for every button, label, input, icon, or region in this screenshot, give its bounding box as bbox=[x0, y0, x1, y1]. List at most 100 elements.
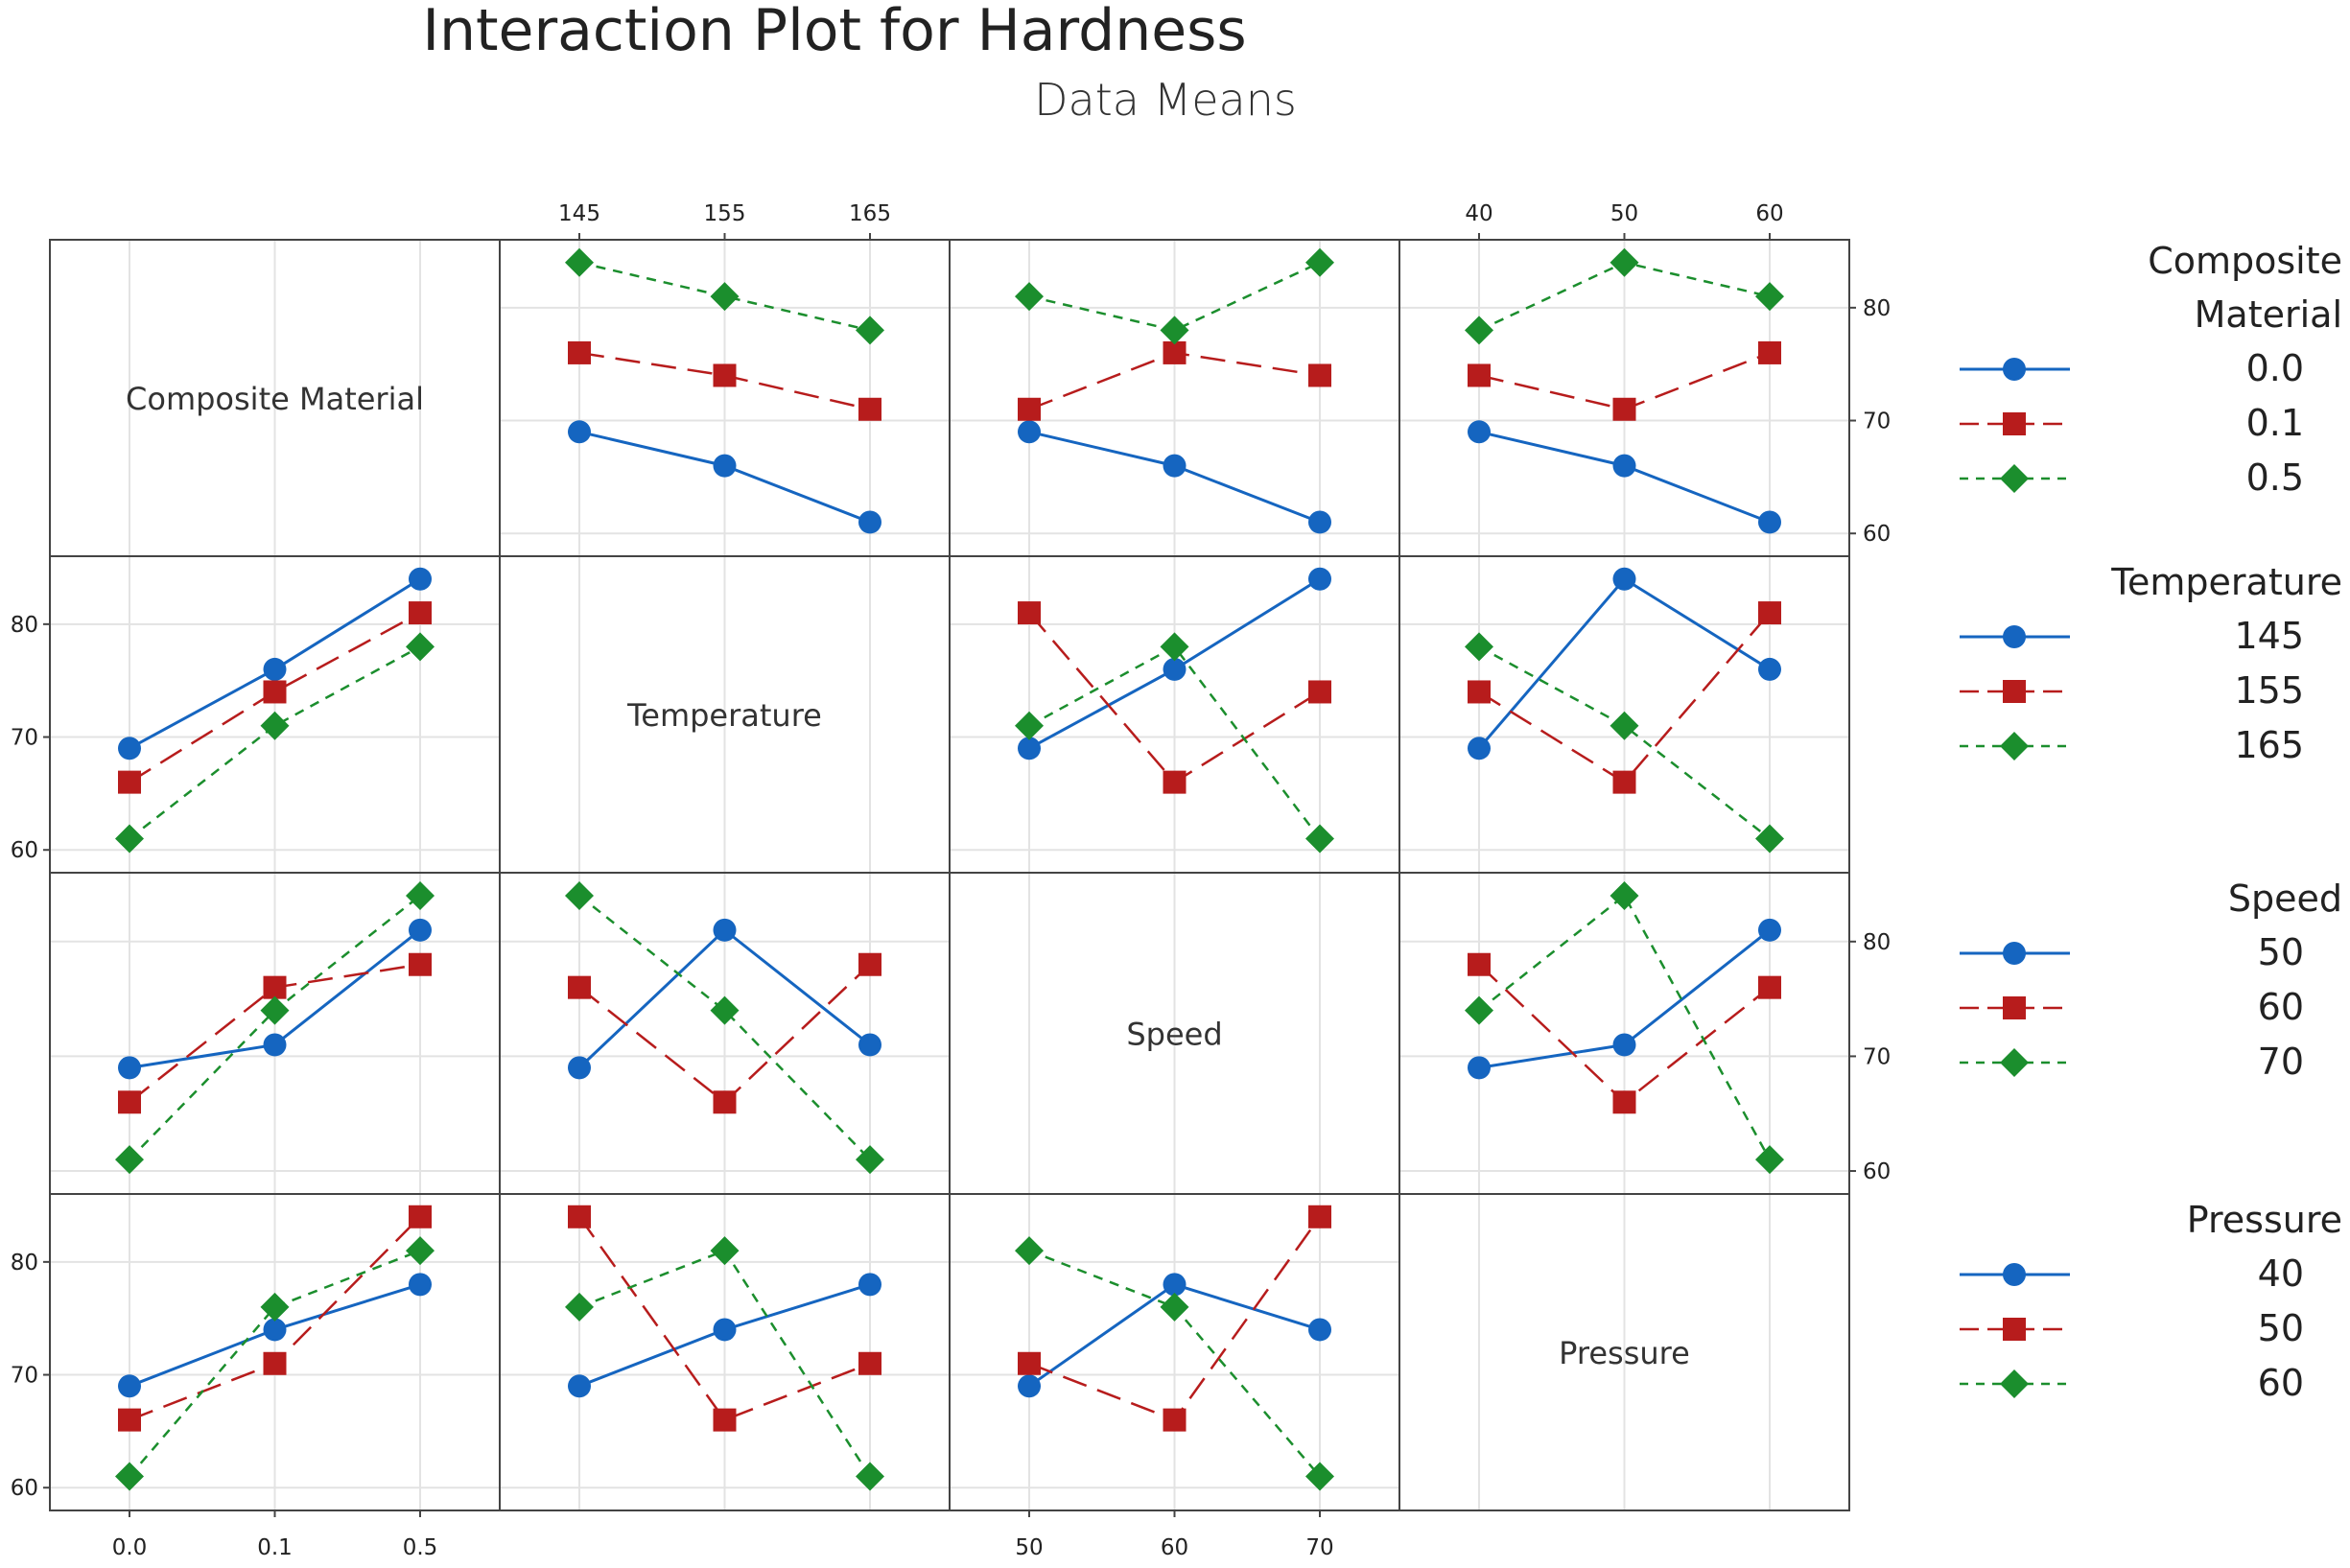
circle-marker bbox=[1612, 454, 1636, 478]
square-marker bbox=[2003, 1318, 2026, 1341]
circle-marker bbox=[409, 1273, 432, 1297]
circle-marker bbox=[409, 567, 432, 591]
square-marker bbox=[568, 1205, 591, 1229]
circle-marker bbox=[263, 657, 287, 681]
tick-label: 60 bbox=[1863, 1159, 1891, 1184]
square-marker bbox=[568, 340, 591, 364]
circle-marker bbox=[2003, 1263, 2026, 1286]
legend-entry: 155 bbox=[2234, 669, 2304, 712]
legend-title: Speed bbox=[2228, 878, 2342, 920]
circle-marker bbox=[263, 1033, 287, 1057]
square-marker bbox=[263, 975, 287, 999]
circle-marker bbox=[858, 1033, 881, 1057]
series-line bbox=[129, 1249, 421, 1478]
diamond-marker bbox=[260, 711, 290, 740]
circle-marker bbox=[409, 918, 432, 942]
circle-marker bbox=[1308, 567, 1331, 591]
square-marker bbox=[118, 1090, 141, 1114]
tick-label: 70 bbox=[1305, 1535, 1333, 1560]
circle-marker bbox=[1468, 737, 1491, 761]
square-marker bbox=[1308, 363, 1331, 387]
series-line bbox=[129, 611, 421, 784]
diamond-marker bbox=[856, 1462, 884, 1491]
square-marker bbox=[713, 363, 737, 387]
factor-label: Temperature bbox=[626, 697, 822, 734]
panel-data-1-2 bbox=[1015, 567, 1334, 854]
diamond-marker bbox=[1015, 711, 1044, 740]
diamond-marker bbox=[1160, 632, 1189, 662]
panel-data-1-3 bbox=[1465, 567, 1784, 854]
square-marker bbox=[263, 680, 287, 704]
square-marker bbox=[263, 1351, 287, 1375]
series-line bbox=[129, 645, 421, 840]
tick-label: 80 bbox=[11, 613, 38, 638]
square-marker bbox=[1163, 1408, 1187, 1432]
circle-marker bbox=[2003, 942, 2026, 965]
circle-marker bbox=[1163, 657, 1187, 681]
diamond-marker bbox=[2000, 1048, 2029, 1077]
panel-data-3-1 bbox=[565, 1205, 884, 1491]
diamond-marker bbox=[406, 1236, 435, 1266]
diamond-marker bbox=[1465, 316, 1493, 345]
square-marker bbox=[858, 952, 881, 976]
panel-data-3-2 bbox=[1015, 1205, 1334, 1491]
diamond-marker bbox=[1465, 632, 1493, 662]
series-line bbox=[578, 261, 871, 332]
diamond-marker bbox=[1015, 1236, 1044, 1266]
circle-marker bbox=[118, 737, 141, 761]
circle-marker bbox=[263, 1318, 287, 1342]
diamond-marker bbox=[1465, 995, 1493, 1025]
circle-marker bbox=[568, 1056, 591, 1080]
diamond-marker bbox=[710, 1236, 740, 1266]
diamond-marker bbox=[1015, 282, 1044, 312]
square-marker bbox=[1758, 975, 1781, 999]
square-marker bbox=[1612, 397, 1636, 421]
legend-entry: 165 bbox=[2234, 724, 2304, 766]
panel-1-2 bbox=[949, 555, 1400, 874]
square-marker bbox=[1612, 770, 1636, 794]
diamond-marker bbox=[1305, 1462, 1334, 1491]
diamond-marker bbox=[260, 995, 290, 1025]
legend-entry: 0.5 bbox=[2246, 456, 2304, 499]
series-line bbox=[1478, 645, 1771, 840]
diamond-marker bbox=[856, 316, 884, 345]
diamond-marker bbox=[1755, 282, 1784, 312]
tick-label: 145 bbox=[558, 201, 600, 226]
diamond-marker bbox=[115, 1145, 144, 1175]
circle-marker bbox=[1018, 420, 1041, 444]
square-marker bbox=[1308, 680, 1331, 704]
tick-label: 70 bbox=[1863, 410, 1891, 434]
legend-entry: 60 bbox=[2258, 986, 2304, 1028]
square-marker bbox=[1163, 340, 1187, 364]
tick-label: 50 bbox=[1015, 1535, 1043, 1560]
legend-entry: 50 bbox=[2258, 1307, 2304, 1349]
circle-marker bbox=[1758, 657, 1781, 681]
legend-title: Pressure bbox=[2187, 1199, 2342, 1241]
diamond-marker bbox=[2000, 732, 2029, 761]
circle-marker bbox=[858, 1273, 881, 1297]
panel-0-2 bbox=[949, 239, 1400, 557]
diamond-marker bbox=[710, 995, 740, 1025]
chart-subtitle: Data Means bbox=[1034, 74, 1297, 126]
panel-1-1: Temperature bbox=[499, 555, 951, 874]
circle-marker bbox=[1468, 1056, 1491, 1080]
tick-label: 40 bbox=[1465, 201, 1492, 226]
factor-label: Speed bbox=[1126, 1017, 1222, 1053]
circle-marker bbox=[1163, 454, 1187, 478]
square-marker bbox=[2003, 680, 2026, 703]
circle-marker bbox=[1163, 1273, 1187, 1297]
tick-label: 60 bbox=[1755, 201, 1783, 226]
circle-marker bbox=[1758, 510, 1781, 534]
circle-marker bbox=[1468, 420, 1491, 444]
series-line bbox=[1478, 612, 1771, 784]
diamond-marker bbox=[1160, 316, 1189, 345]
panel-3-2 bbox=[949, 1193, 1400, 1511]
square-marker bbox=[713, 1090, 737, 1114]
diamond-marker bbox=[1305, 824, 1334, 854]
panel-data-3-0 bbox=[115, 1205, 435, 1491]
diamond-marker bbox=[406, 632, 435, 662]
square-marker bbox=[1758, 340, 1781, 364]
circle-marker bbox=[1018, 737, 1041, 761]
